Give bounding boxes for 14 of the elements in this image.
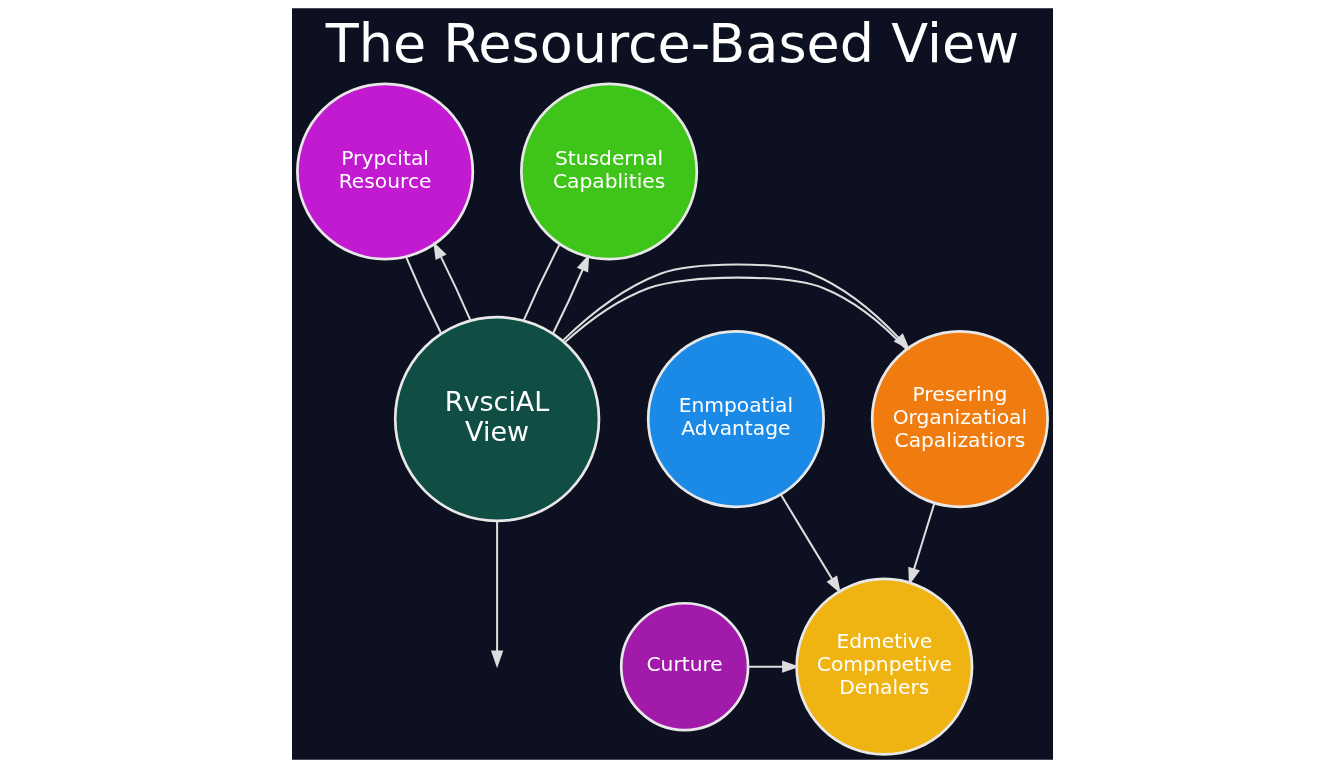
node-circle: Stusdernal Capablities — [519, 82, 698, 261]
arrow — [779, 494, 841, 594]
arrow — [747, 660, 800, 673]
arrow — [551, 253, 589, 334]
arrow — [432, 241, 471, 322]
node-circle: Curture — [619, 601, 749, 732]
diagram-title: The Resource-Based View — [325, 12, 1019, 76]
arrow — [907, 503, 935, 586]
node-circle: RvsciAL View — [393, 315, 600, 523]
connector — [563, 276, 907, 350]
connector — [522, 243, 561, 322]
connector — [404, 256, 442, 334]
arrow — [490, 521, 503, 669]
node-circle: Enmpoatial Advantage — [646, 330, 825, 509]
